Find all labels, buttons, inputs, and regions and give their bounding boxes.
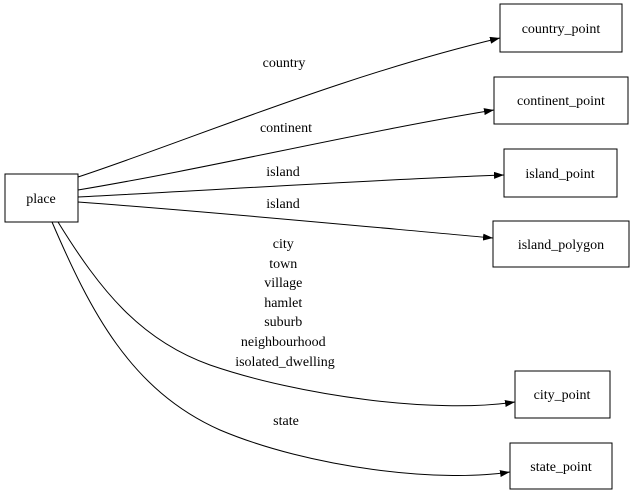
node-island-point: island_point xyxy=(503,148,618,198)
edge-label-island-point: island xyxy=(266,165,299,180)
node-island-polygon: island_polygon xyxy=(492,220,630,268)
edge-label-suburb: suburb xyxy=(264,315,302,330)
edge-label-village: village xyxy=(264,276,302,291)
node-continent-point-box xyxy=(493,76,629,125)
node-island-point-label: island_point xyxy=(525,167,594,182)
edge-label-hamlet: hamlet xyxy=(264,296,302,311)
edge-label-city: city xyxy=(273,237,294,252)
edge-place-continent_point xyxy=(77,108,495,191)
node-country-point-box xyxy=(499,3,623,53)
edge-label-neighbourhood: neighbourhood xyxy=(241,335,326,350)
node-place-label: place xyxy=(26,192,56,207)
edge-label-state: state xyxy=(273,414,299,429)
edge-label-town: town xyxy=(269,257,297,272)
edge-label-island-polygon: island xyxy=(266,197,299,212)
node-city-point: city_point xyxy=(514,370,611,419)
edge-place-country_point xyxy=(77,36,501,178)
edge-label-country: country xyxy=(263,56,306,71)
node-country-point: country_point xyxy=(499,3,623,53)
node-city-point-box xyxy=(514,370,611,419)
edge-label-city-group: city town village hamlet suburb neighbou… xyxy=(235,237,335,370)
edge-place-island_point xyxy=(77,171,505,198)
node-island-polygon-label: island_polygon xyxy=(518,238,604,253)
node-island-point-box xyxy=(503,148,618,198)
node-state-point-label: state_point xyxy=(530,460,592,475)
node-state-point-box xyxy=(509,442,613,490)
edge-label-isolated-dwelling: isolated_dwelling xyxy=(235,355,335,370)
node-place-box xyxy=(4,173,79,223)
edge-place-state_point xyxy=(51,221,511,478)
node-city-point-label: city_point xyxy=(534,388,591,403)
node-island-polygon-box xyxy=(492,220,630,268)
node-state-point: state_point xyxy=(509,442,613,490)
edge-place-island_polygon xyxy=(77,201,494,241)
node-continent-point: continent_point xyxy=(493,76,629,125)
node-place: place xyxy=(4,173,79,223)
edge-place-city_point xyxy=(57,221,516,407)
edge-label-continent: continent xyxy=(260,121,312,136)
node-continent-point-label: continent_point xyxy=(517,94,605,109)
node-country-point-label: country_point xyxy=(522,22,601,37)
